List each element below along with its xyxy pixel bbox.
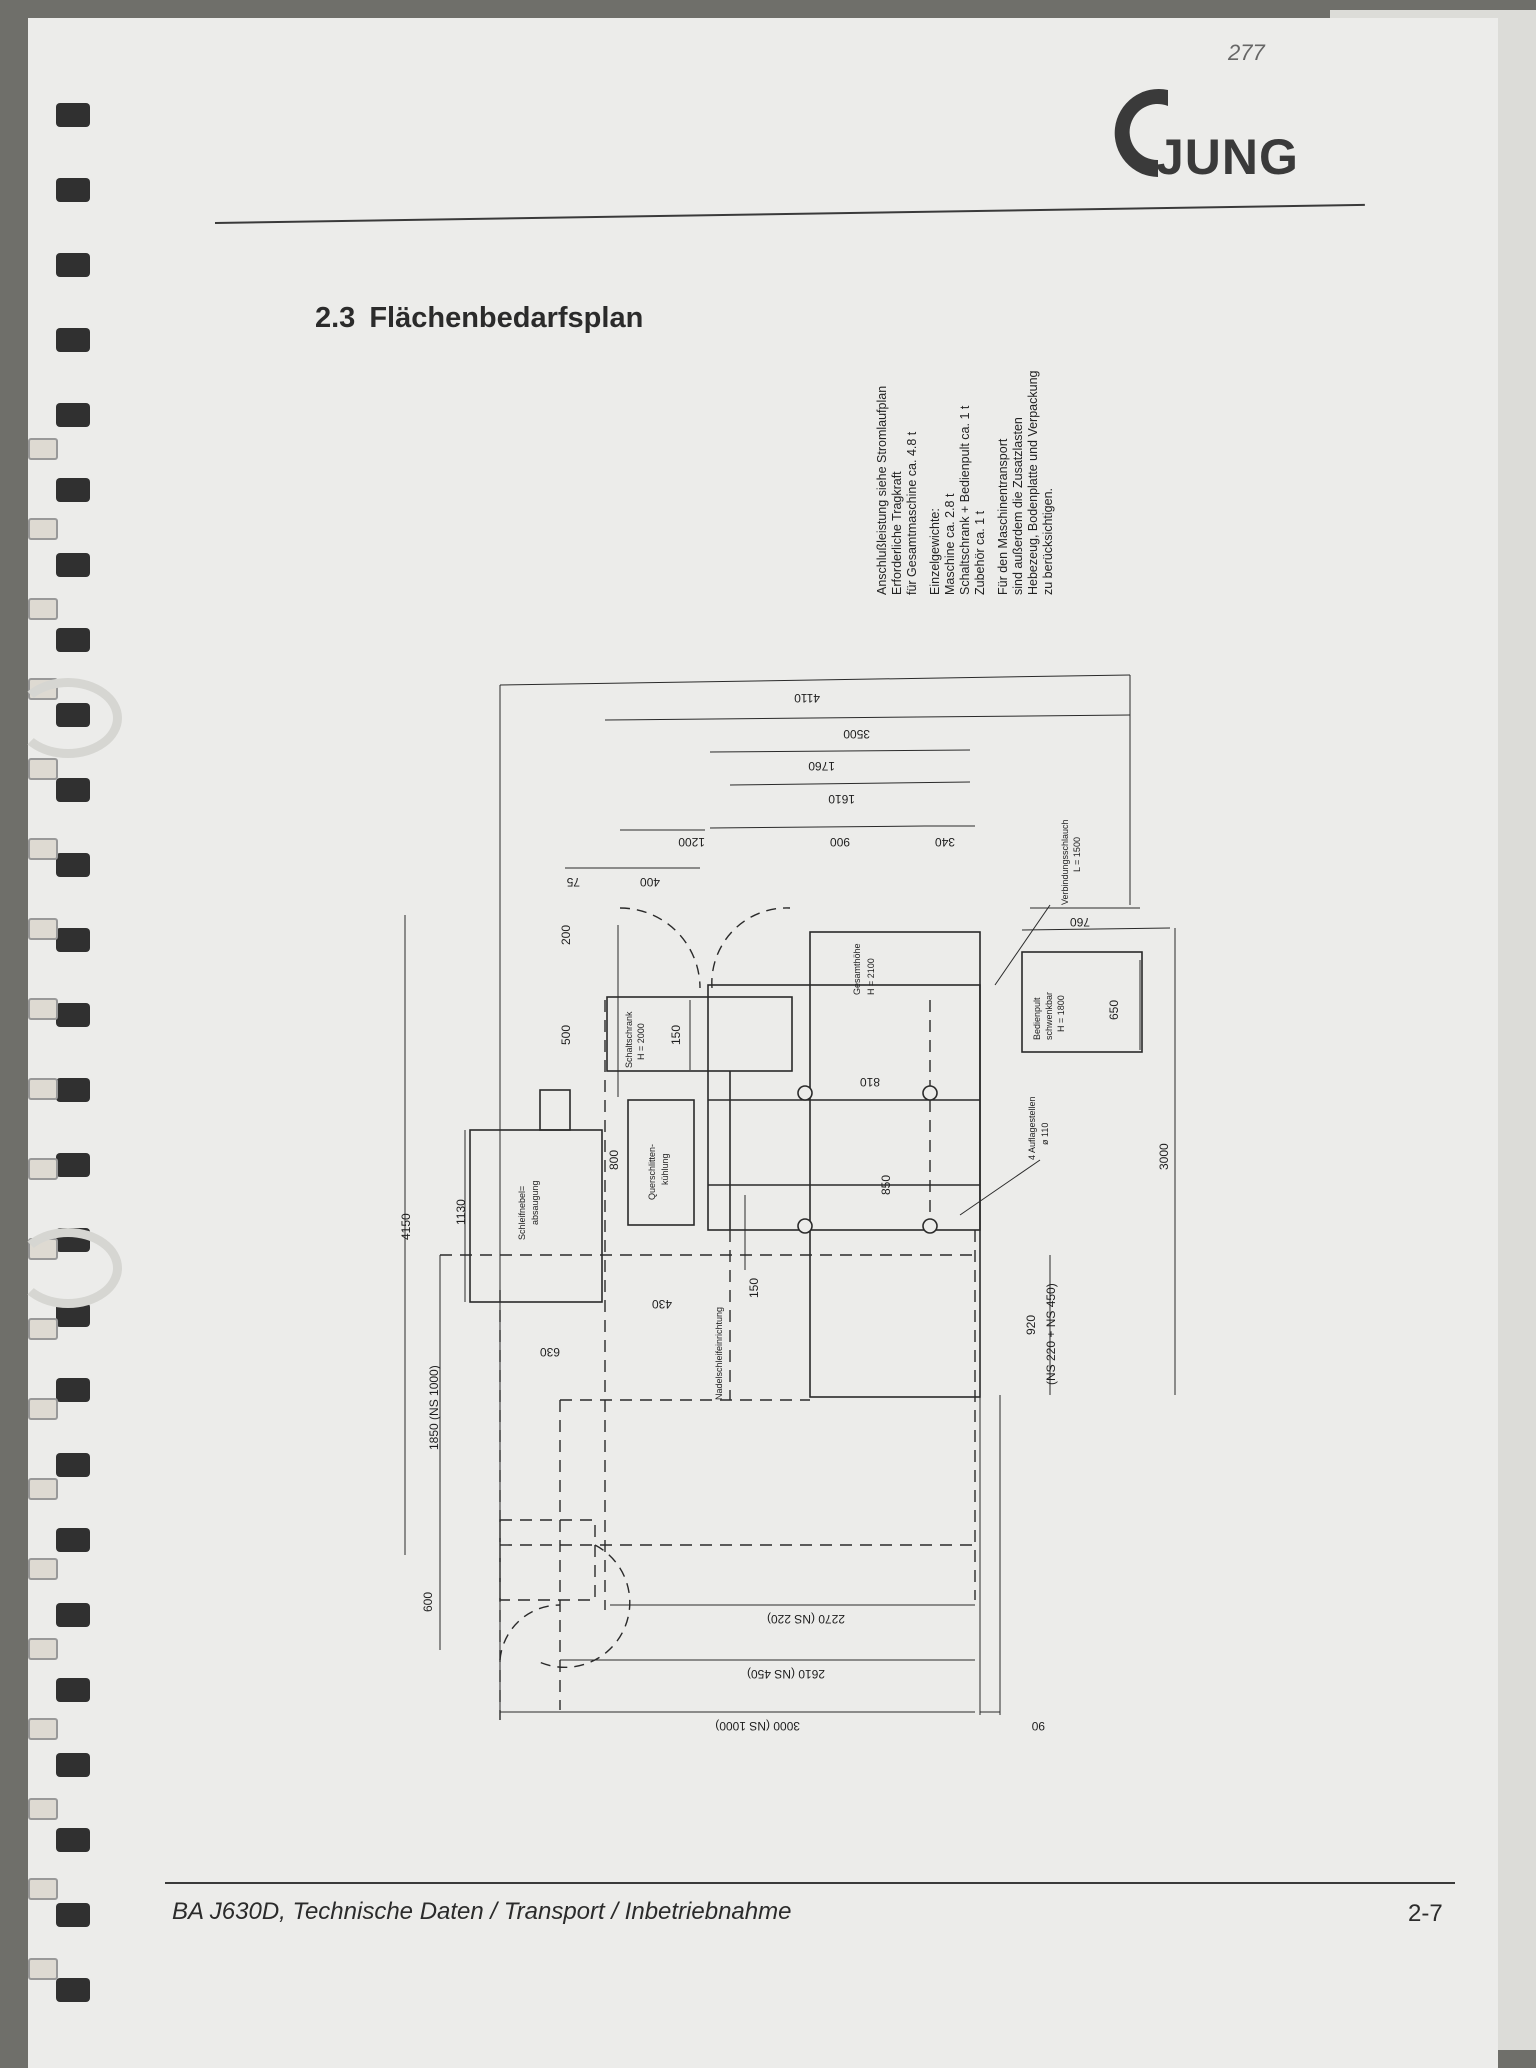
dim-400: 400 [640,875,660,889]
logo-text: JUNG [1156,129,1299,185]
label-gesamthoehe-h: H = 2100 [866,958,876,995]
label-nadelschleif: Nadelschleifeinrichtung [714,1307,724,1400]
support-point [922,1218,938,1234]
dim-1200: 1200 [678,835,705,849]
label-gesamthoehe: Gesamthöhe [852,943,862,995]
dim-75: 75 [566,875,580,889]
logo-swoosh-icon [1114,89,1168,177]
dim-430: 430 [652,1297,672,1311]
dim-1760: 1760 [808,759,835,773]
support-point [922,1085,938,1101]
label-kuehlung-1: Querschlitten- [647,1144,657,1200]
dim-200: 200 [559,925,573,945]
dim-150a: 150 [669,1025,683,1045]
dim-1610: 1610 [828,792,855,806]
machine-base-outline [809,931,981,1398]
dim-1850: 1850 (NS 1000) [427,1365,441,1450]
section-title-text: Flächenbedarfsplan [369,302,644,334]
footer-document-title: BA J630D, Technische Daten / Transport /… [172,1898,792,1925]
dim-850: 850 [879,1175,893,1195]
document-page [14,18,1498,2068]
support-point [797,1218,813,1234]
footer-page-number: 2-7 [1408,1900,1443,1927]
handwritten-mark: 277 [1228,40,1265,65]
dim-3500: 3500 [843,727,870,741]
dim-3000ns: 3000 (NS 1000) [715,1719,800,1733]
dim-760: 760 [1070,915,1090,929]
dim-1130: 1130 [454,1199,468,1225]
dim-340: 340 [935,835,955,849]
dim-650: 650 [1107,1000,1121,1020]
label-absaugung-2: absaugung [530,1180,540,1225]
label-schaltschrank: Schaltschrank [624,1011,634,1068]
section-title: 2.3 Flächenbedarfsplan [315,302,643,335]
dim-900: 900 [830,835,850,849]
label-auflage: 4 Auflagestellen [1027,1096,1037,1160]
dim-4150: 4150 [399,1213,413,1240]
label-auflage-d: ø 110 [1040,1123,1050,1145]
section-number: 2.3 [315,302,356,334]
label-bedienpult-2: schwenkbar [1044,992,1054,1040]
dim-630: 630 [540,1345,560,1359]
label-absaugung-1: Schleifnebel= [517,1186,527,1240]
dim-3000: 3000 [1157,1143,1171,1170]
label-verbindung-l: L = 1500 [1072,837,1082,872]
dim-150b: 150 [747,1278,761,1298]
label-schaltschrank-h: H = 2000 [636,1023,646,1060]
support-point [797,1085,813,1101]
dim-2610: 2610 (NS 450) [747,1667,825,1681]
label-verbindung: Verbindungsschlauch [1060,819,1070,905]
dim-800: 800 [607,1150,621,1170]
jung-logo: JUNG [1098,82,1358,185]
label-bedienpult-h: H = 1800 [1056,995,1066,1032]
kuehlung-box [627,1099,695,1226]
dim-2270: 2270 (NS 220) [767,1612,845,1626]
absaugung-box [469,1129,603,1303]
dim-810: 810 [860,1075,880,1089]
absaugung-nozzle [539,1089,571,1131]
bedienpult-box [1021,951,1143,1053]
dim-920: 920 [1024,1315,1038,1335]
upper-machine-box [707,984,981,1231]
dim-600: 600 [421,1592,435,1612]
label-kuehlung-2: kühlung [660,1153,670,1185]
label-bedienpult: Bedienpult [1032,997,1042,1040]
dim-4110: 4110 [794,691,820,705]
dim-920-ns: (NS 220 + NS 450) [1044,1283,1058,1385]
binding-holes [14,18,138,2068]
dim-90: 90 [1031,1719,1045,1733]
dim-500: 500 [559,1025,573,1045]
footer-rule [165,1882,1455,1884]
schaltschrank-box [606,996,793,1072]
